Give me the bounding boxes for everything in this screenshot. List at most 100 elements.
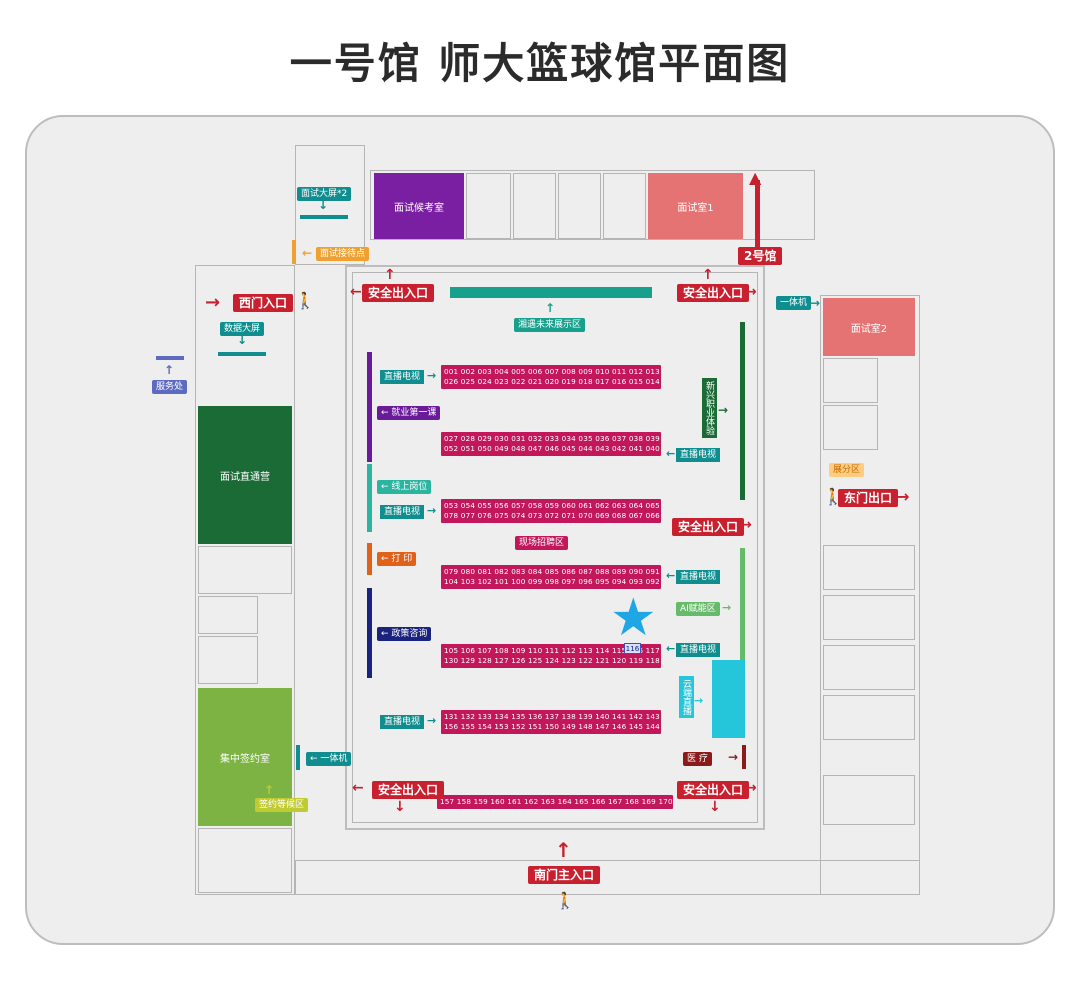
live-tv-1[interactable]: 直播电视 (380, 370, 425, 384)
hall2-arrow (755, 180, 760, 248)
future-zone-bar (450, 287, 652, 298)
policy-bar (367, 588, 372, 678)
kiosk-left-bar (296, 745, 300, 770)
room-interview-direct: 面试直通营 (198, 406, 292, 544)
booth-row-7[interactable]: 157 158 159 160 161 162 163 164 165 166 … (437, 795, 673, 809)
ai-zone-arrow: → (722, 601, 732, 614)
booth-row-4b[interactable]: 104 103 102 101 100 099 098 097 096 095 … (441, 575, 661, 589)
new-career-bar (740, 322, 745, 500)
medical-bar (742, 745, 746, 769)
room-right-6 (823, 695, 915, 740)
hall2-arrowhead: ▲ (749, 168, 762, 187)
first-lesson-bar (367, 352, 372, 462)
kiosk-top-arrow: → (810, 296, 821, 310)
room-left-4 (198, 828, 292, 893)
print-label: ← 打 印 (377, 552, 417, 566)
room-right-4 (823, 595, 915, 640)
safe-exit-bottom-left-arrow: ↓ (394, 799, 406, 815)
new-career-arrow: → (718, 403, 729, 417)
hall2-label: 2号馆 (738, 247, 783, 265)
print-bar (367, 543, 372, 575)
safe-exit-right-mid-arrow: → (740, 517, 752, 533)
cloud-live-arrow: → (694, 694, 704, 707)
medical-arrow: → (728, 750, 739, 764)
data-screen-arrow: ↓ (237, 333, 248, 347)
booth-row-2b[interactable]: 052 051 050 049 048 047 046 045 044 043 … (441, 442, 661, 456)
room-right-7 (823, 775, 915, 825)
service-label: 服务处 (152, 380, 188, 394)
safe-exit-bottom-left-arrow-2: ← (352, 780, 364, 796)
booth-row-6b[interactable]: 156 155 154 153 152 151 150 149 148 147 … (441, 720, 661, 734)
outer-wall-top-left (295, 145, 365, 265)
online-jobs-bar (367, 464, 372, 532)
sign-wait-arrow: ↑ (264, 783, 275, 797)
live-tv-3-arrow: → (427, 714, 437, 727)
room-interview-1: 面试室1 (648, 173, 743, 239)
ai-zone-bar (740, 548, 745, 660)
rest-label: 展分区 (829, 463, 865, 477)
safe-exit-top-right-arrow: ↑ (702, 267, 714, 283)
future-zone-arrow: ↑ (545, 301, 556, 315)
kiosk-left-label: ← 一体机 (306, 752, 352, 766)
big-screen-bar (300, 215, 348, 219)
new-career-label: 新兴职业体验 (702, 378, 717, 438)
reception-arrow: ← (302, 246, 313, 260)
service-arrow: ↑ (164, 363, 175, 377)
live-tv-4-arrow: ← (666, 447, 676, 460)
outer-wall-left (195, 265, 295, 895)
room-right-5 (823, 645, 915, 690)
safe-exit-bottom-left: 安全出入口 (372, 781, 445, 799)
inner-hall-wall (352, 272, 758, 823)
live-tv-4[interactable]: 直播电视 (676, 448, 721, 462)
outer-wall-bottom (295, 860, 920, 895)
room-right-3 (823, 545, 915, 590)
safe-exit-bottom-right: 安全出入口 (677, 781, 750, 799)
reception-label: 面试接待点 (316, 247, 370, 261)
east-walker-icon: 🚶 (823, 487, 843, 506)
live-tv-5[interactable]: 直播电视 (676, 570, 721, 584)
room-interview-waiting: 面试候考室 (374, 173, 464, 239)
room-small-3 (558, 173, 601, 239)
cloud-live-label: 云端直播 (679, 676, 694, 718)
first-lesson-label: ← 就业第一课 (377, 406, 441, 420)
sign-wait-label: 签约等候区 (255, 798, 309, 812)
safe-exit-top-left: 安全出入口 (362, 284, 435, 302)
outer-wall-top (370, 170, 815, 240)
safe-exit-top-left-arrow-2: ← (350, 284, 362, 300)
west-entry-arrow: → (205, 292, 221, 313)
safe-exit-bottom-right-arrow: ↓ (709, 799, 721, 815)
booth-row-1b[interactable]: 026 025 024 023 022 021 020 019 018 017 … (441, 375, 661, 389)
live-tv-1-arrow: → (427, 369, 437, 382)
safe-exit-top-right-arrow-2: → (745, 284, 757, 300)
star-marker-icon: ★ (610, 588, 657, 648)
south-walker-icon: 🚶 (555, 891, 575, 910)
page-title: 一号馆 师大篮球馆平面图 (289, 39, 791, 88)
big-screen-arrow: ↓ (318, 198, 329, 212)
big-screen-label: 面试大屏*2 (297, 187, 352, 201)
room-left-2 (198, 596, 258, 634)
room-right-2 (823, 405, 878, 450)
room-left-3 (198, 636, 258, 684)
safe-exit-bottom-right-arrow-2: → (745, 780, 757, 796)
safe-exit-right-mid: 安全出入口 (672, 518, 745, 536)
live-tv-6-arrow: ← (666, 642, 676, 655)
data-screen-label: 数据大屏 (220, 322, 265, 336)
west-walker-icon: 🚶 (295, 291, 315, 310)
live-tv-6[interactable]: 直播电视 (676, 643, 721, 657)
highlight-booth[interactable]: 116 (624, 643, 641, 654)
data-screen-bar (218, 352, 266, 356)
east-exit-arrow: → (896, 487, 910, 506)
room-small-4 (603, 173, 646, 239)
live-tv-5-arrow: ← (666, 569, 676, 582)
live-tv-2[interactable]: 直播电视 (380, 505, 425, 519)
booth-row-3b[interactable]: 078 077 076 075 074 073 072 071 070 069 … (441, 509, 661, 523)
onsite-label: 现场招聘区 (515, 536, 569, 550)
room-left-1 (198, 546, 292, 594)
future-zone-label: 湘遇未来展示区 (514, 318, 586, 332)
live-tv-3[interactable]: 直播电视 (380, 715, 425, 729)
room-interview-2: 面试室2 (823, 298, 915, 356)
south-entry-arrow: ↑ (555, 838, 572, 862)
booth-row-5b[interactable]: 130 129 128 127 126 125 124 123 122 121 … (441, 654, 661, 668)
cloud-live-block (712, 660, 745, 738)
kiosk-top-label: 一体机 (776, 296, 812, 310)
